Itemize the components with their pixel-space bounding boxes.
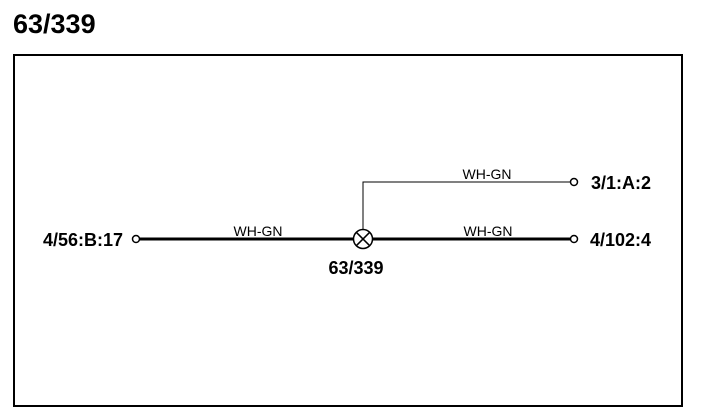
connector-terminal-left[interactable] xyxy=(131,234,141,244)
wire-branch-color: WH-GN xyxy=(463,166,512,182)
splice-label: 63/339 xyxy=(328,258,383,278)
wire-left-main-color: WH-GN xyxy=(234,223,283,239)
wire-right-main-color: WH-GN xyxy=(464,223,513,239)
connector-label-left: 4/56:B:17 xyxy=(43,230,123,250)
wire-branch[interactable] xyxy=(362,181,570,229)
splice-icon[interactable] xyxy=(352,228,374,250)
connector-terminal-right-main[interactable] xyxy=(569,234,579,244)
diagram-frame xyxy=(13,54,683,407)
connector-label-right-main: 4/102:4 xyxy=(590,230,651,250)
page-title: 63/339 xyxy=(13,9,96,39)
connector-terminal-right-branch[interactable] xyxy=(569,177,579,187)
connector-label-right-branch: 3/1:A:2 xyxy=(591,173,651,193)
